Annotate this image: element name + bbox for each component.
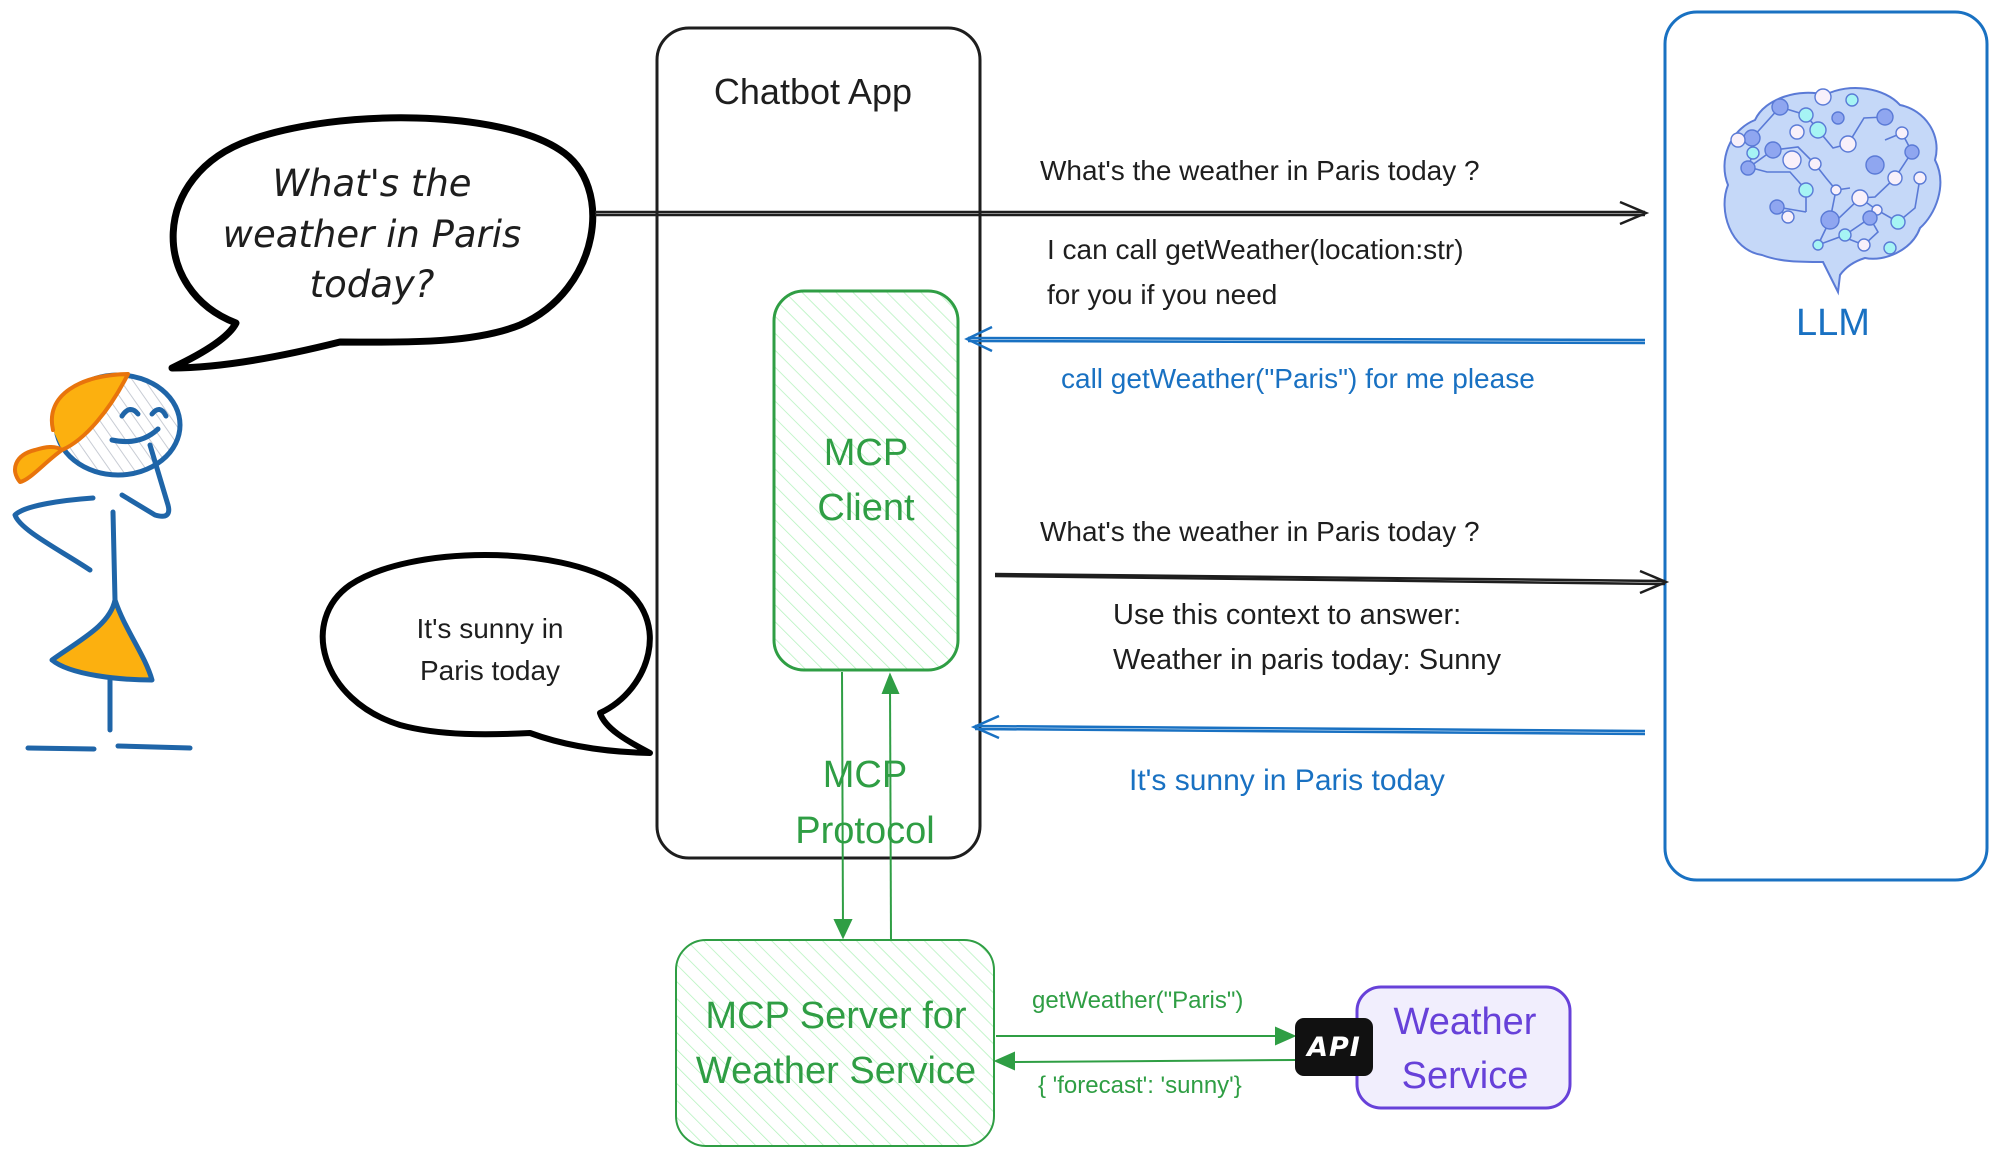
message-api-response: { 'forecast': 'sunny'} (1038, 1072, 1242, 1099)
figure-foot-left (25, 745, 97, 752)
figure-smile (109, 426, 161, 445)
message-context-line-2: Weather in paris today: Sunny (1113, 644, 1501, 676)
message-api-request: getWeather("Paris") (1032, 987, 1244, 1014)
figure-eye-left (119, 407, 141, 419)
message-context-line-1: Use this context to answer: (1113, 599, 1462, 631)
figure-body (110, 509, 118, 603)
arrow-context-to-llm (994, 569, 1670, 595)
chatbot-app-title: Chatbot App (713, 71, 913, 112)
arrow-client-to-server (833, 671, 853, 940)
question-bubble-line-3: today? (309, 263, 435, 306)
message-tool-offer-line-2: for you if you need (1047, 279, 1278, 310)
arrow-api-response (993, 1051, 1296, 1071)
mcp-client-label-2: Client (817, 487, 915, 529)
message-llm-answer: It's sunny in Paris today (1129, 764, 1445, 797)
mcp-protocol-label-1: MCP (822, 754, 908, 796)
question-speech-bubble (168, 114, 597, 372)
message-tool-offer-line-1: I can call getWeather(location:str) (1047, 234, 1464, 265)
figure-hair (13, 372, 130, 484)
api-badge: API (1295, 1018, 1373, 1076)
answer-bubble-line-2: Paris today (419, 655, 561, 686)
figure-arm-hand (119, 442, 172, 519)
user-figure (12, 372, 193, 752)
answer-bubble-line-1: It's sunny in (416, 613, 564, 644)
llm-box (1663, 10, 1989, 882)
figure-arm-hip (12, 495, 96, 573)
mcp-client-label-1: MCP (823, 432, 909, 474)
mcp-client-box (772, 289, 960, 672)
question-bubble-line-1: What's the (272, 162, 472, 205)
weather-service-label-1: Weather (1393, 1001, 1537, 1043)
arrow-api-request (996, 1026, 1297, 1046)
figure-eye-right (149, 407, 169, 419)
answer-speech-bubble (319, 552, 653, 756)
brain-network-icon (1723, 87, 1942, 296)
figure-foot-right (115, 743, 193, 751)
weather-service-label-2: Service (1401, 1055, 1529, 1097)
arrow-server-to-client (881, 672, 900, 941)
figure-skirt (49, 597, 155, 683)
mcp-server-label-1: MCP Server for (705, 995, 967, 1037)
llm-label: LLM (1796, 302, 1870, 344)
mcp-server-label-2: Weather Service (695, 1050, 977, 1092)
mcp-protocol-label-2: Protocol (795, 810, 935, 852)
question-bubble-line-2: weather in Paris (222, 213, 522, 256)
arrow-user-to-llm (595, 200, 1650, 226)
chatbot-app-box (655, 26, 982, 860)
message-context-question: What's the weather in Paris today ? (1040, 516, 1480, 547)
message-user-to-llm: What's the weather in Paris today ? (1040, 155, 1480, 186)
arrow-llm-tool-call (964, 325, 1646, 353)
arrow-llm-answer (970, 714, 1646, 740)
message-llm-tool-call: call getWeather("Paris") for me please (1061, 363, 1535, 394)
mcp-server-box (675, 939, 995, 1147)
